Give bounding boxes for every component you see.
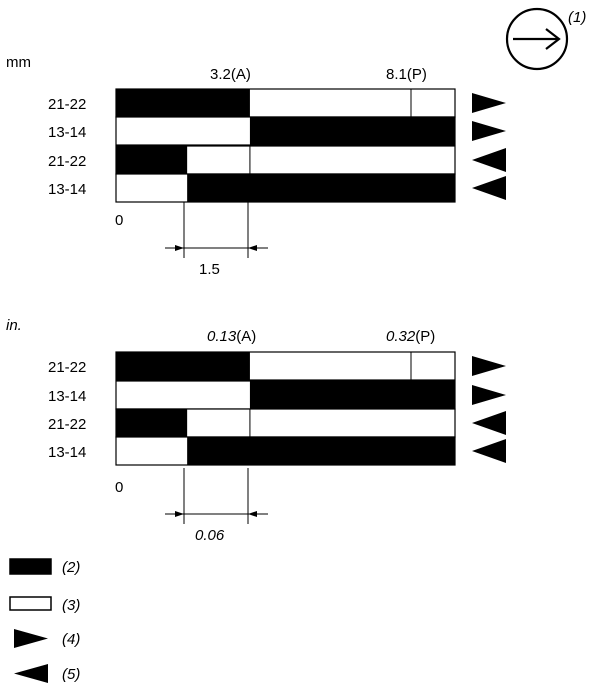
section-unit: in. <box>6 317 22 334</box>
arrow-left-icon <box>472 176 506 200</box>
arrow-left-icon <box>14 664 48 683</box>
black-segment <box>116 146 188 174</box>
row-label: 21-22 <box>48 153 86 170</box>
legend-item-arrow-right: (4) <box>14 629 80 648</box>
arrow-right-icon <box>472 121 506 141</box>
arrow-right-icon <box>472 93 506 113</box>
direction-ref-label: (1) <box>568 9 586 26</box>
timing-row: 21-22 <box>48 145 506 175</box>
legend-label: (2) <box>62 559 80 576</box>
mark-p-suffix: (P) <box>407 66 427 83</box>
black-segment <box>187 437 456 465</box>
black-segment <box>116 352 250 380</box>
legend-item-arrow-left: (5) <box>14 664 80 683</box>
legend-white-bar-swatch <box>9 596 52 611</box>
legend-label: (4) <box>62 631 80 648</box>
dimension-marker: 1.5 <box>165 202 268 278</box>
dimension-arrowhead-right <box>248 511 257 517</box>
arrow-right-icon <box>472 356 506 376</box>
mark-a-suffix: (A) <box>231 66 251 83</box>
row-label: 13-14 <box>48 124 86 141</box>
row-label: 13-14 <box>48 388 86 405</box>
row-label: 13-14 <box>48 444 86 461</box>
section-unit: mm <box>6 54 31 71</box>
black-segment <box>116 409 188 437</box>
zero-label: 0 <box>115 212 123 229</box>
timing-row: 21-22 <box>48 408 506 438</box>
mark-p-label: 0.32(P) <box>386 328 435 345</box>
row-group: 21-22 13-14 21-22 13-14 <box>48 351 506 466</box>
black-segment <box>249 117 455 145</box>
arrow-left-icon <box>472 439 506 463</box>
mark-p-value: 0.32 <box>386 328 416 345</box>
timing-row: 21-22 <box>48 88 506 118</box>
mark-a-label: 0.13(A) <box>207 328 256 345</box>
timing-row: 13-14 <box>48 436 506 466</box>
mark-a-value: 3.2 <box>210 66 231 83</box>
zero-label: 0 <box>115 479 123 496</box>
dimension-marker: 0.06 <box>165 468 268 544</box>
mark-p-suffix: (P) <box>415 328 435 345</box>
mark-a-suffix: (A) <box>236 328 256 345</box>
arrow-right-icon <box>472 385 506 405</box>
mark-a-label: 3.2(A) <box>210 66 251 83</box>
mark-a-value: 0.13 <box>207 328 237 345</box>
direction-arrow-icon <box>513 28 561 50</box>
direction-symbol: (1) <box>505 7 586 71</box>
arrow-left-icon <box>472 411 506 435</box>
legend-label: (3) <box>62 597 80 614</box>
dimension-label: 1.5 <box>199 261 220 278</box>
dimension-label: 0.06 <box>195 527 225 544</box>
black-segment <box>116 89 250 117</box>
black-segment <box>249 381 455 409</box>
legend-black-bar-swatch <box>9 558 52 575</box>
mark-p-value: 8.1 <box>386 66 407 83</box>
direction-circle <box>505 7 569 71</box>
row-label: 21-22 <box>48 359 86 376</box>
legend-label: (5) <box>62 666 80 683</box>
section-inch: in. 0.13(A) 0.32(P) 21-22 13-14 21-22 13-14… <box>6 317 506 544</box>
timing-row: 21-22 <box>48 351 506 381</box>
row-group: 21-22 13-14 21-22 13-14 <box>48 88 506 203</box>
arrow-left-icon <box>472 148 506 172</box>
legend-item-white-bar: (3) <box>9 596 80 614</box>
mark-p-label: 8.1(P) <box>386 66 427 83</box>
legend-item-black-bar: (2) <box>9 558 80 576</box>
dimension-arrowhead-right <box>248 245 257 251</box>
timing-row: 13-14 <box>48 173 506 203</box>
row-label: 21-22 <box>48 416 86 433</box>
timing-row: 13-14 <box>48 380 506 410</box>
row-label: 21-22 <box>48 96 86 113</box>
timing-row: 13-14 <box>48 116 506 146</box>
dimension-arrowhead-left <box>175 511 184 517</box>
black-segment <box>187 174 456 202</box>
legend: (2) (3) (4) (5) <box>9 558 80 683</box>
arrow-right-icon <box>14 629 48 648</box>
row-label: 13-14 <box>48 181 86 198</box>
dimension-arrowhead-left <box>175 245 184 251</box>
